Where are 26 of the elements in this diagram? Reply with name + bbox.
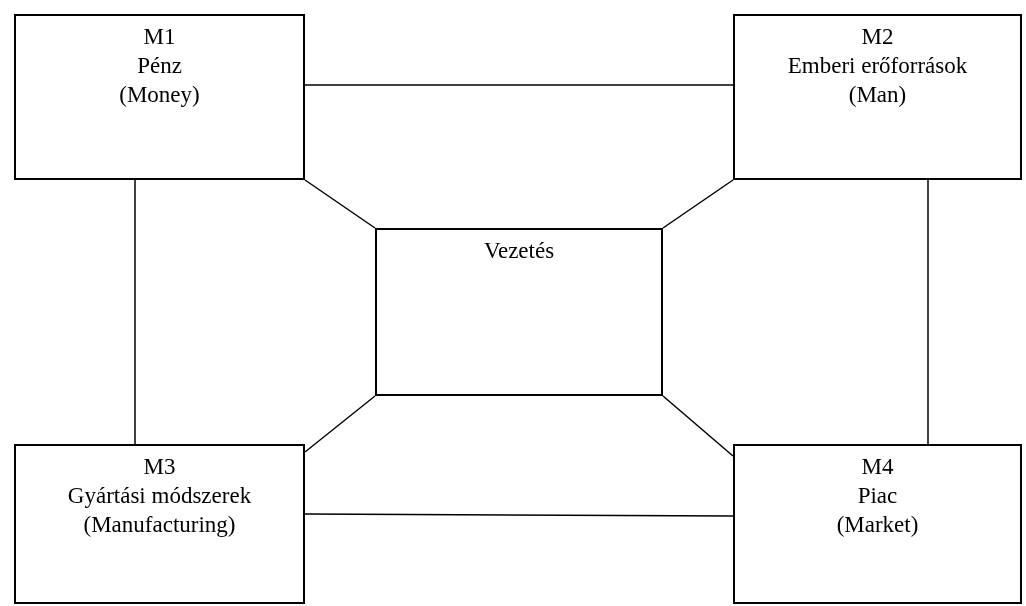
text-box — [14, 14, 305, 180]
box-text: M2 — [860, 23, 895, 51]
connector-line — [304, 513, 734, 517]
text-box — [733, 444, 1022, 604]
connector-line — [662, 179, 734, 229]
text-box — [14, 444, 305, 604]
box-text: M1 — [142, 23, 177, 51]
box-text: Gyártási módszerek — [66, 482, 253, 510]
box-text: Vezetés — [482, 237, 556, 265]
box-text: M3 — [142, 453, 177, 481]
box-text: M4 — [860, 453, 895, 481]
box-text: (Manufacturing) — [82, 511, 237, 539]
connector-line — [304, 395, 376, 453]
box-text: (Market) — [835, 511, 920, 539]
box-text: Emberi erőforrások — [786, 52, 969, 80]
connector-line — [304, 84, 734, 86]
connector-line — [662, 395, 734, 457]
box-text: Piac — [856, 482, 899, 510]
box-text: (Man) — [847, 81, 908, 109]
text-box — [375, 228, 663, 396]
box-text: Pénz — [136, 52, 183, 80]
connector-line — [304, 179, 376, 229]
box-text: (Money) — [118, 81, 201, 109]
connector-line — [927, 179, 929, 445]
text-box — [733, 14, 1022, 180]
connector-line — [134, 179, 136, 445]
